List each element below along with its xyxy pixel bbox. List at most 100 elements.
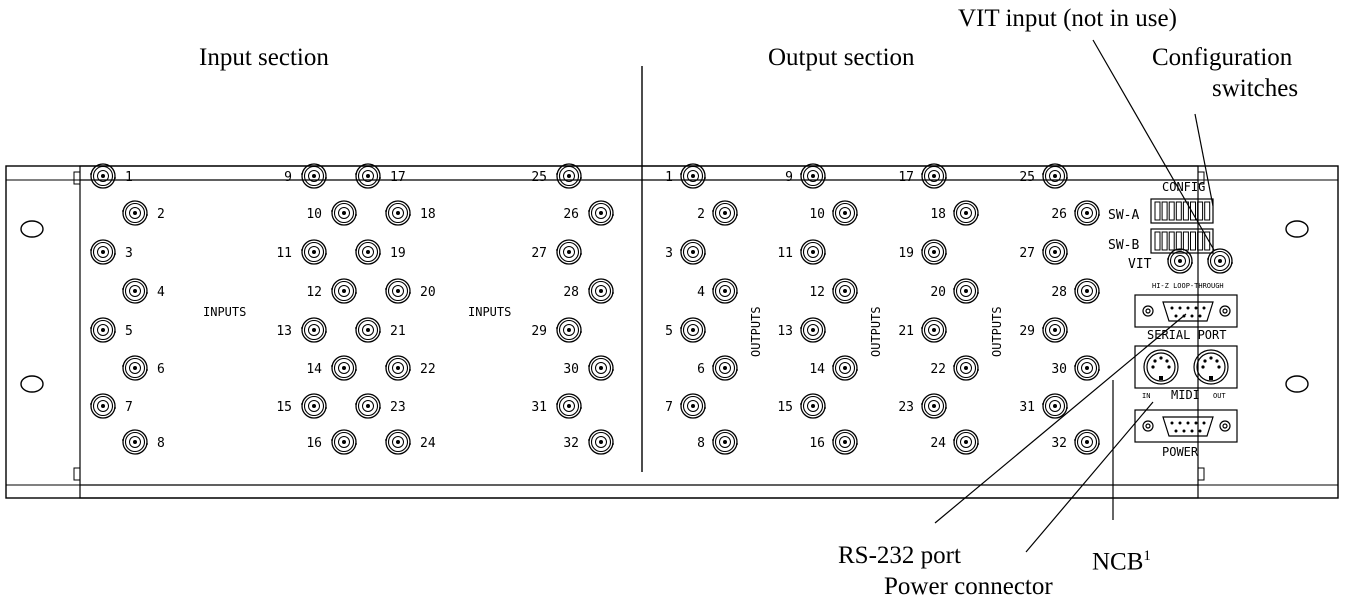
output-bnc-20[interactable]: 20: [930, 278, 979, 304]
input-bnc-27-number: 27: [531, 246, 547, 261]
output-bnc-3[interactable]: 3: [665, 239, 706, 265]
serial-port: [1134, 294, 1238, 328]
input-bnc-8-number: 8: [157, 436, 165, 451]
output-bnc-13[interactable]: 13: [777, 317, 826, 343]
input-bnc-15-number: 15: [276, 400, 292, 415]
output-bnc-23[interactable]: 23: [898, 393, 947, 419]
input-bnc-13[interactable]: 13: [276, 317, 327, 343]
input-bnc-16-number: 16: [306, 436, 322, 451]
output-bnc-9[interactable]: 9: [785, 163, 826, 189]
input-bnc-10[interactable]: 10: [306, 200, 357, 226]
output-bnc-27-number: 27: [1019, 246, 1035, 261]
input-bnc-29-number: 29: [531, 324, 547, 339]
rack-ear-hole: [20, 220, 44, 238]
input-bnc-14[interactable]: 14: [306, 355, 357, 381]
input-bnc-17[interactable]: 17: [355, 163, 406, 189]
input-bnc-11[interactable]: 11: [276, 239, 327, 265]
output-bnc-17[interactable]: 17: [898, 163, 947, 189]
output-bnc-15-number: 15: [777, 400, 793, 415]
input-bnc-5[interactable]: 5: [90, 317, 133, 343]
panel-frame: [5, 165, 1339, 499]
input-bnc-21-number: 21: [390, 324, 406, 339]
input-bnc-26-number: 26: [563, 207, 579, 222]
input-bnc-22[interactable]: 22: [385, 355, 436, 381]
output-bnc-7[interactable]: 7: [665, 393, 706, 419]
vit-input-callout: VIT input (not in use): [958, 5, 1177, 32]
input-bnc-30[interactable]: 30: [563, 355, 614, 381]
output-bnc-19[interactable]: 19: [898, 239, 947, 265]
output-bnc-20-number: 20: [930, 285, 946, 300]
input-bnc-6[interactable]: 6: [122, 355, 165, 381]
output-bnc-29[interactable]: 29: [1019, 317, 1068, 343]
output-bnc-30[interactable]: 30: [1051, 355, 1100, 381]
output-bnc-25[interactable]: 25: [1019, 163, 1068, 189]
output-bnc-19-number: 19: [898, 246, 914, 261]
midi-in-label: IN: [1142, 392, 1150, 400]
input-bnc-28[interactable]: 28: [563, 278, 614, 304]
output-bnc-24[interactable]: 24: [930, 429, 979, 455]
input-bnc-26[interactable]: 26: [563, 200, 614, 226]
input-bnc-20[interactable]: 20: [385, 278, 436, 304]
output-bnc-4-number: 4: [697, 285, 705, 300]
input-bnc-23[interactable]: 23: [355, 393, 406, 419]
output-bnc-12[interactable]: 12: [809, 278, 858, 304]
input-bnc-4[interactable]: 4: [122, 278, 165, 304]
output-bnc-32[interactable]: 32: [1051, 429, 1100, 455]
output-bnc-32-number: 32: [1051, 436, 1067, 451]
input-bnc-16[interactable]: 16: [306, 429, 357, 455]
vit-bnc-2[interactable]: [1207, 248, 1233, 274]
output-bnc-26[interactable]: 26: [1051, 200, 1100, 226]
output-bnc-10[interactable]: 10: [809, 200, 858, 226]
output-bnc-18[interactable]: 18: [930, 200, 979, 226]
input-bnc-10-number: 10: [306, 207, 322, 222]
input-bnc-15[interactable]: 15: [276, 393, 327, 419]
input-bnc-21[interactable]: 21: [355, 317, 406, 343]
input-bnc-2[interactable]: 2: [122, 200, 165, 226]
output-bnc-15[interactable]: 15: [777, 393, 826, 419]
input-bnc-27[interactable]: 27: [531, 239, 582, 265]
input-bnc-7-number: 7: [125, 400, 133, 415]
input-bnc-9[interactable]: 9: [284, 163, 327, 189]
output-bnc-30-number: 30: [1051, 362, 1067, 377]
input-bnc-24[interactable]: 24: [385, 429, 436, 455]
input-bnc-31[interactable]: 31: [531, 393, 582, 419]
output-bnc-31[interactable]: 31: [1019, 393, 1068, 419]
input-bnc-3[interactable]: 3: [90, 239, 133, 265]
output-bnc-11[interactable]: 11: [777, 239, 826, 265]
input-bnc-1[interactable]: 1: [90, 163, 133, 189]
output-bnc-21[interactable]: 21: [898, 317, 947, 343]
output-bnc-28[interactable]: 28: [1051, 278, 1100, 304]
input-bnc-17-number: 17: [390, 170, 406, 185]
input-bnc-24-number: 24: [420, 436, 436, 451]
output-bnc-6[interactable]: 6: [697, 355, 738, 381]
output-bnc-18-number: 18: [930, 207, 946, 222]
ncb-text: NCB: [1092, 548, 1144, 576]
sw-a-dip-switch[interactable]: [1150, 198, 1214, 224]
output-bnc-4[interactable]: 4: [697, 278, 738, 304]
input-bnc-32[interactable]: 32: [563, 429, 614, 455]
rs232-port-callout: RS-232 port: [838, 542, 961, 569]
hiz-loopthrough-label: HI-Z LOOP-THROUGH: [1152, 282, 1224, 290]
input-bnc-18[interactable]: 18: [385, 200, 436, 226]
output-bnc-8[interactable]: 8: [697, 429, 738, 455]
output-bnc-27[interactable]: 27: [1019, 239, 1068, 265]
vit-bnc-1[interactable]: [1167, 248, 1193, 274]
output-bnc-16[interactable]: 16: [809, 429, 858, 455]
sw-b-dip-switch[interactable]: [1150, 228, 1214, 254]
output-bnc-13-number: 13: [777, 324, 793, 339]
outputs-label-1: OUTPUTS: [749, 306, 763, 357]
input-bnc-8[interactable]: 8: [122, 429, 165, 455]
output-bnc-2[interactable]: 2: [697, 200, 738, 226]
output-bnc-5[interactable]: 5: [665, 317, 706, 343]
output-bnc-1[interactable]: 1: [665, 163, 706, 189]
input-bnc-23-number: 23: [390, 400, 406, 415]
input-bnc-29[interactable]: 29: [531, 317, 582, 343]
input-bnc-25[interactable]: 25: [531, 163, 582, 189]
input-bnc-12[interactable]: 12: [306, 278, 357, 304]
input-bnc-7[interactable]: 7: [90, 393, 133, 419]
input-bnc-19-number: 19: [390, 246, 406, 261]
output-bnc-14[interactable]: 14: [809, 355, 858, 381]
output-bnc-22[interactable]: 22: [930, 355, 979, 381]
input-bnc-19[interactable]: 19: [355, 239, 406, 265]
